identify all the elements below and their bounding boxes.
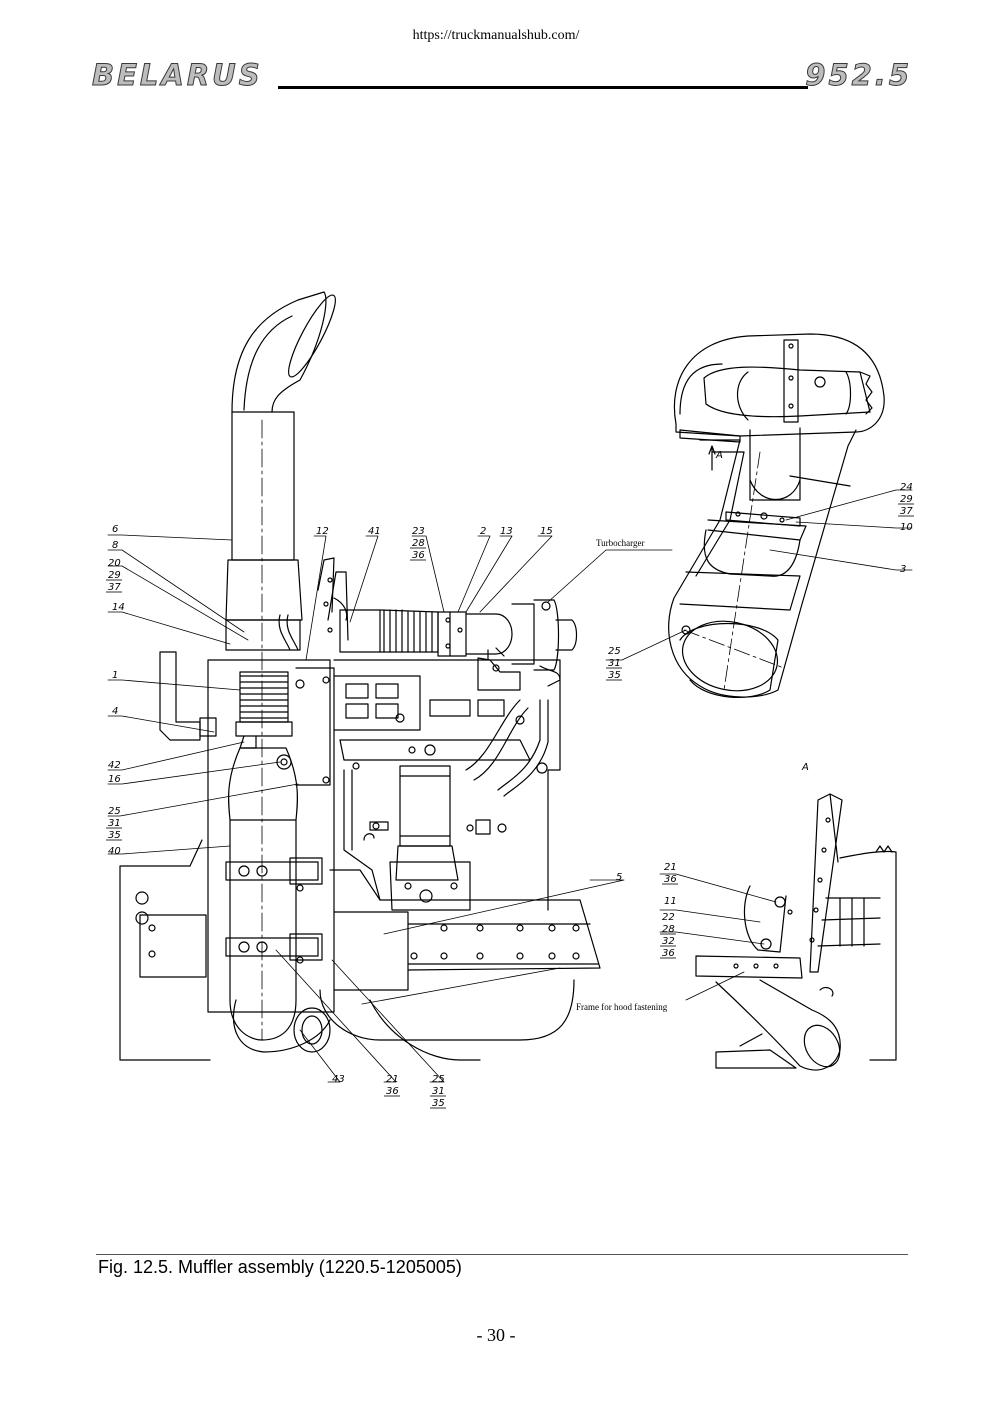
callout-41: 41	[368, 526, 381, 537]
callout-36: 36	[386, 1086, 399, 1097]
callout-13: 13	[500, 526, 513, 537]
muffler-body	[225, 747, 331, 1053]
detail-view-elbow	[668, 333, 885, 699]
callout-31: 31	[608, 658, 621, 669]
exhaust-elbow-and-turbocharger	[317, 557, 578, 691]
tractor-frame	[119, 865, 601, 1061]
callout-3: 3	[900, 564, 906, 575]
callout-8: 8	[112, 540, 118, 551]
callout-underlines	[106, 503, 914, 1109]
engine-block	[333, 659, 561, 911]
brand-logo: BELARUS	[92, 58, 263, 93]
callout-1: 1	[112, 670, 118, 681]
callout-37: 37	[108, 582, 121, 593]
callout-24: 24	[900, 482, 913, 493]
model-number: 952.5	[805, 58, 912, 93]
callout-21: 21	[386, 1074, 399, 1085]
callout-29: 29	[108, 570, 121, 581]
callout-16: 16	[108, 774, 121, 785]
header-rule	[278, 86, 808, 89]
callout-43: 43	[332, 1074, 345, 1085]
callout-36: 36	[412, 550, 425, 561]
callout-25: 25	[608, 646, 621, 657]
callout-22: 22	[662, 912, 675, 923]
callout-2: 2	[480, 526, 486, 537]
callout-5: 5	[616, 872, 622, 883]
hood-frame-note: Frame for hood fastening	[576, 1002, 668, 1012]
callout-23: 23	[412, 526, 425, 537]
callout-28: 28	[662, 924, 675, 935]
callout-40: 40	[108, 846, 121, 857]
leader-lines-main	[107, 534, 673, 1083]
callout-labels: 6 8 20 29 37 14 1 4 42 16 25 31 35 40 12…	[108, 450, 913, 1109]
callout-32: 32	[662, 936, 675, 947]
callout-6: 6	[112, 524, 118, 535]
callout-42: 42	[108, 760, 121, 771]
callout-4: 4	[112, 706, 118, 717]
callout-10: 10	[900, 522, 913, 533]
leader-lines-detail	[605, 489, 913, 661]
callout-29: 29	[900, 494, 913, 505]
callout-20: 20	[108, 558, 121, 569]
view-arrow-a: A	[715, 450, 723, 461]
callout-35: 35	[608, 670, 621, 681]
exhaust-pipe	[225, 291, 336, 1041]
callout-11: 11	[664, 896, 677, 907]
view-label-a: A	[801, 762, 809, 773]
callout-25: 25	[432, 1074, 445, 1085]
leader-lines-hood	[659, 873, 777, 1001]
callout-31: 31	[108, 818, 121, 829]
callout-25: 25	[108, 806, 121, 817]
callout-21: 21	[664, 862, 677, 873]
callout-36: 36	[662, 948, 675, 959]
callout-28: 28	[412, 538, 425, 549]
callout-35: 35	[432, 1098, 445, 1109]
corrugated-hose	[235, 671, 293, 749]
callout-14: 14	[112, 602, 125, 613]
detail-view-hood-frame	[695, 793, 897, 1071]
callout-35: 35	[108, 830, 121, 841]
callout-31: 31	[432, 1086, 445, 1097]
source-url: https://truckmanualshub.com/	[412, 28, 580, 43]
left-mounting-bracket	[159, 651, 217, 867]
muffler-bracket-plate	[207, 659, 335, 1013]
caption-rule	[96, 1254, 908, 1255]
figure-caption: Fig. 12.5. Muffler assembly (1220.5-1205…	[98, 1257, 462, 1277]
callout-36: 36	[664, 874, 677, 885]
callout-15: 15	[540, 526, 553, 537]
turbocharger-note: Turbocharger	[596, 538, 645, 548]
callout-12: 12	[316, 526, 329, 537]
callout-37: 37	[900, 506, 913, 517]
page-number: - 30 -	[476, 1325, 516, 1345]
